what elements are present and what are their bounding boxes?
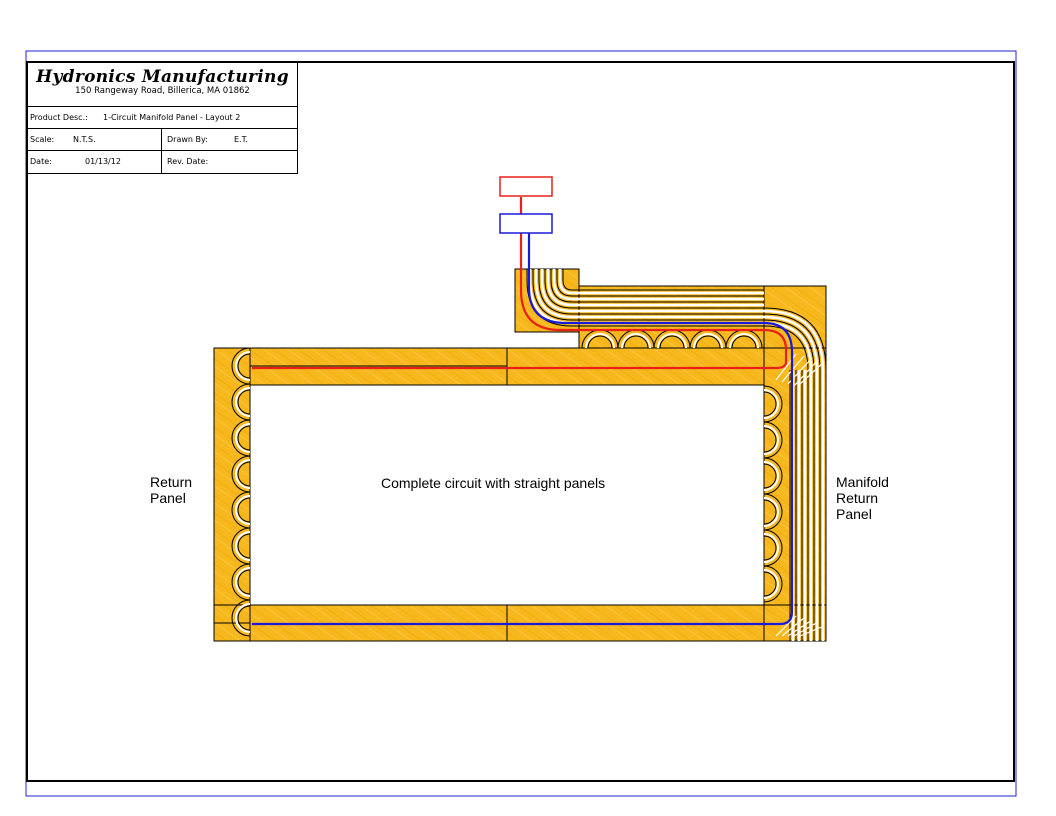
product-desc-value: 1-Circuit Manifold Panel - Layout 2 <box>103 113 241 122</box>
date-divider <box>161 151 162 174</box>
top-panel-right <box>506 347 765 386</box>
left-return-panel <box>213 347 251 642</box>
title-block-company: Hydronics Manufacturing 150 Rangeway Roa… <box>27 62 298 107</box>
scale-label: Scale: <box>30 135 55 144</box>
scale-row: Scale: N.T.S. Drawn By: E.T. <box>27 129 298 151</box>
supply-fitting <box>499 176 553 197</box>
drawn-by-label: Drawn By: <box>167 135 208 144</box>
manifold-label-line3: Panel <box>836 506 872 522</box>
date-label: Date: <box>30 157 52 166</box>
product-desc-label: Product Desc.: <box>30 113 88 122</box>
return-panel-label-line1: Return <box>150 474 193 490</box>
manifold-return-panel-label: Manifold Return Panel <box>836 474 889 522</box>
title-block: Hydronics Manufacturing 150 Rangeway Roa… <box>27 62 298 174</box>
scale-value: N.T.S. <box>73 135 96 144</box>
left-panel-scallops <box>231 347 251 637</box>
rev-date-label: Rev. Date: <box>167 157 209 166</box>
company-address: 150 Rangeway Road, Billerica, MA 01862 <box>75 86 250 96</box>
scale-divider <box>161 129 162 151</box>
right-panel-scallops <box>763 385 783 603</box>
date-value: 01/13/12 <box>85 157 121 166</box>
date-row: Date: 01/13/12 Rev. Date: <box>27 151 298 174</box>
company-name: Hydronics Manufacturing <box>36 67 289 87</box>
product-desc-row: Product Desc.: 1-Circuit Manifold Panel … <box>27 107 298 129</box>
return-panel-label: Return Panel <box>150 474 192 506</box>
manifold-top-scallops <box>581 329 763 349</box>
return-pipe <box>252 233 794 626</box>
center-caption: Complete circuit with straight panels <box>381 475 606 491</box>
return-panel-label-line2: Panel <box>150 490 186 506</box>
manifold-label-line2: Return <box>836 490 879 506</box>
drawn-by-value: E.T. <box>234 135 249 144</box>
manifold-label-line1: Manifold <box>836 474 889 490</box>
inner-drawing-border <box>26 61 1015 782</box>
return-fitting <box>499 213 553 234</box>
groove-channels <box>526 269 827 641</box>
inner-open-area <box>249 384 765 606</box>
